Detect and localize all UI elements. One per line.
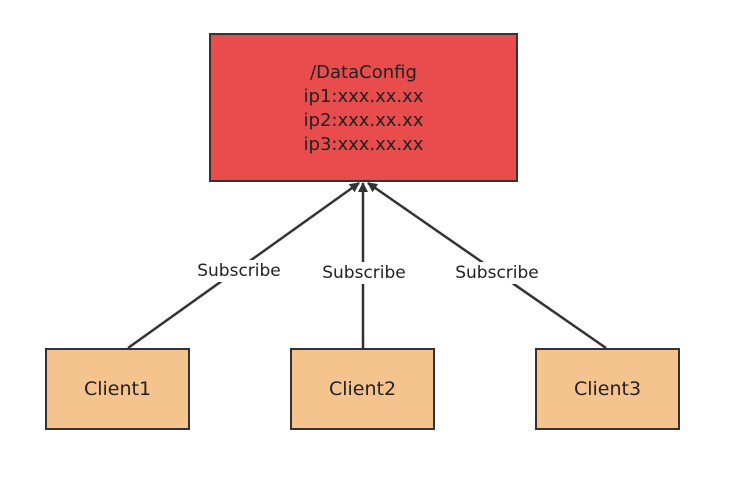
config-ip1-label: ip1:xxx.xx.xx — [303, 86, 424, 107]
client1-node: Client1 — [45, 348, 190, 430]
edge-label-subscribe-2: Subscribe — [320, 262, 408, 284]
client1-label: Client1 — [83, 378, 152, 400]
edge-label-subscribe-1: Subscribe — [195, 260, 283, 282]
config-ip3-label: ip3:xxx.xx.xx — [303, 134, 424, 155]
client2-label: Client2 — [328, 378, 397, 400]
config-ip2-label: ip2:xxx.xx.xx — [303, 110, 424, 131]
client2-node: Client2 — [290, 348, 435, 430]
config-path-label: /DataConfig — [310, 62, 417, 83]
client3-label: Client3 — [573, 378, 642, 400]
data-config-node: /DataConfig ip1:xxx.xx.xx ip2:xxx.xx.xx … — [209, 33, 518, 182]
client3-node: Client3 — [535, 348, 680, 430]
edge-label-subscribe-3: Subscribe — [453, 262, 541, 284]
